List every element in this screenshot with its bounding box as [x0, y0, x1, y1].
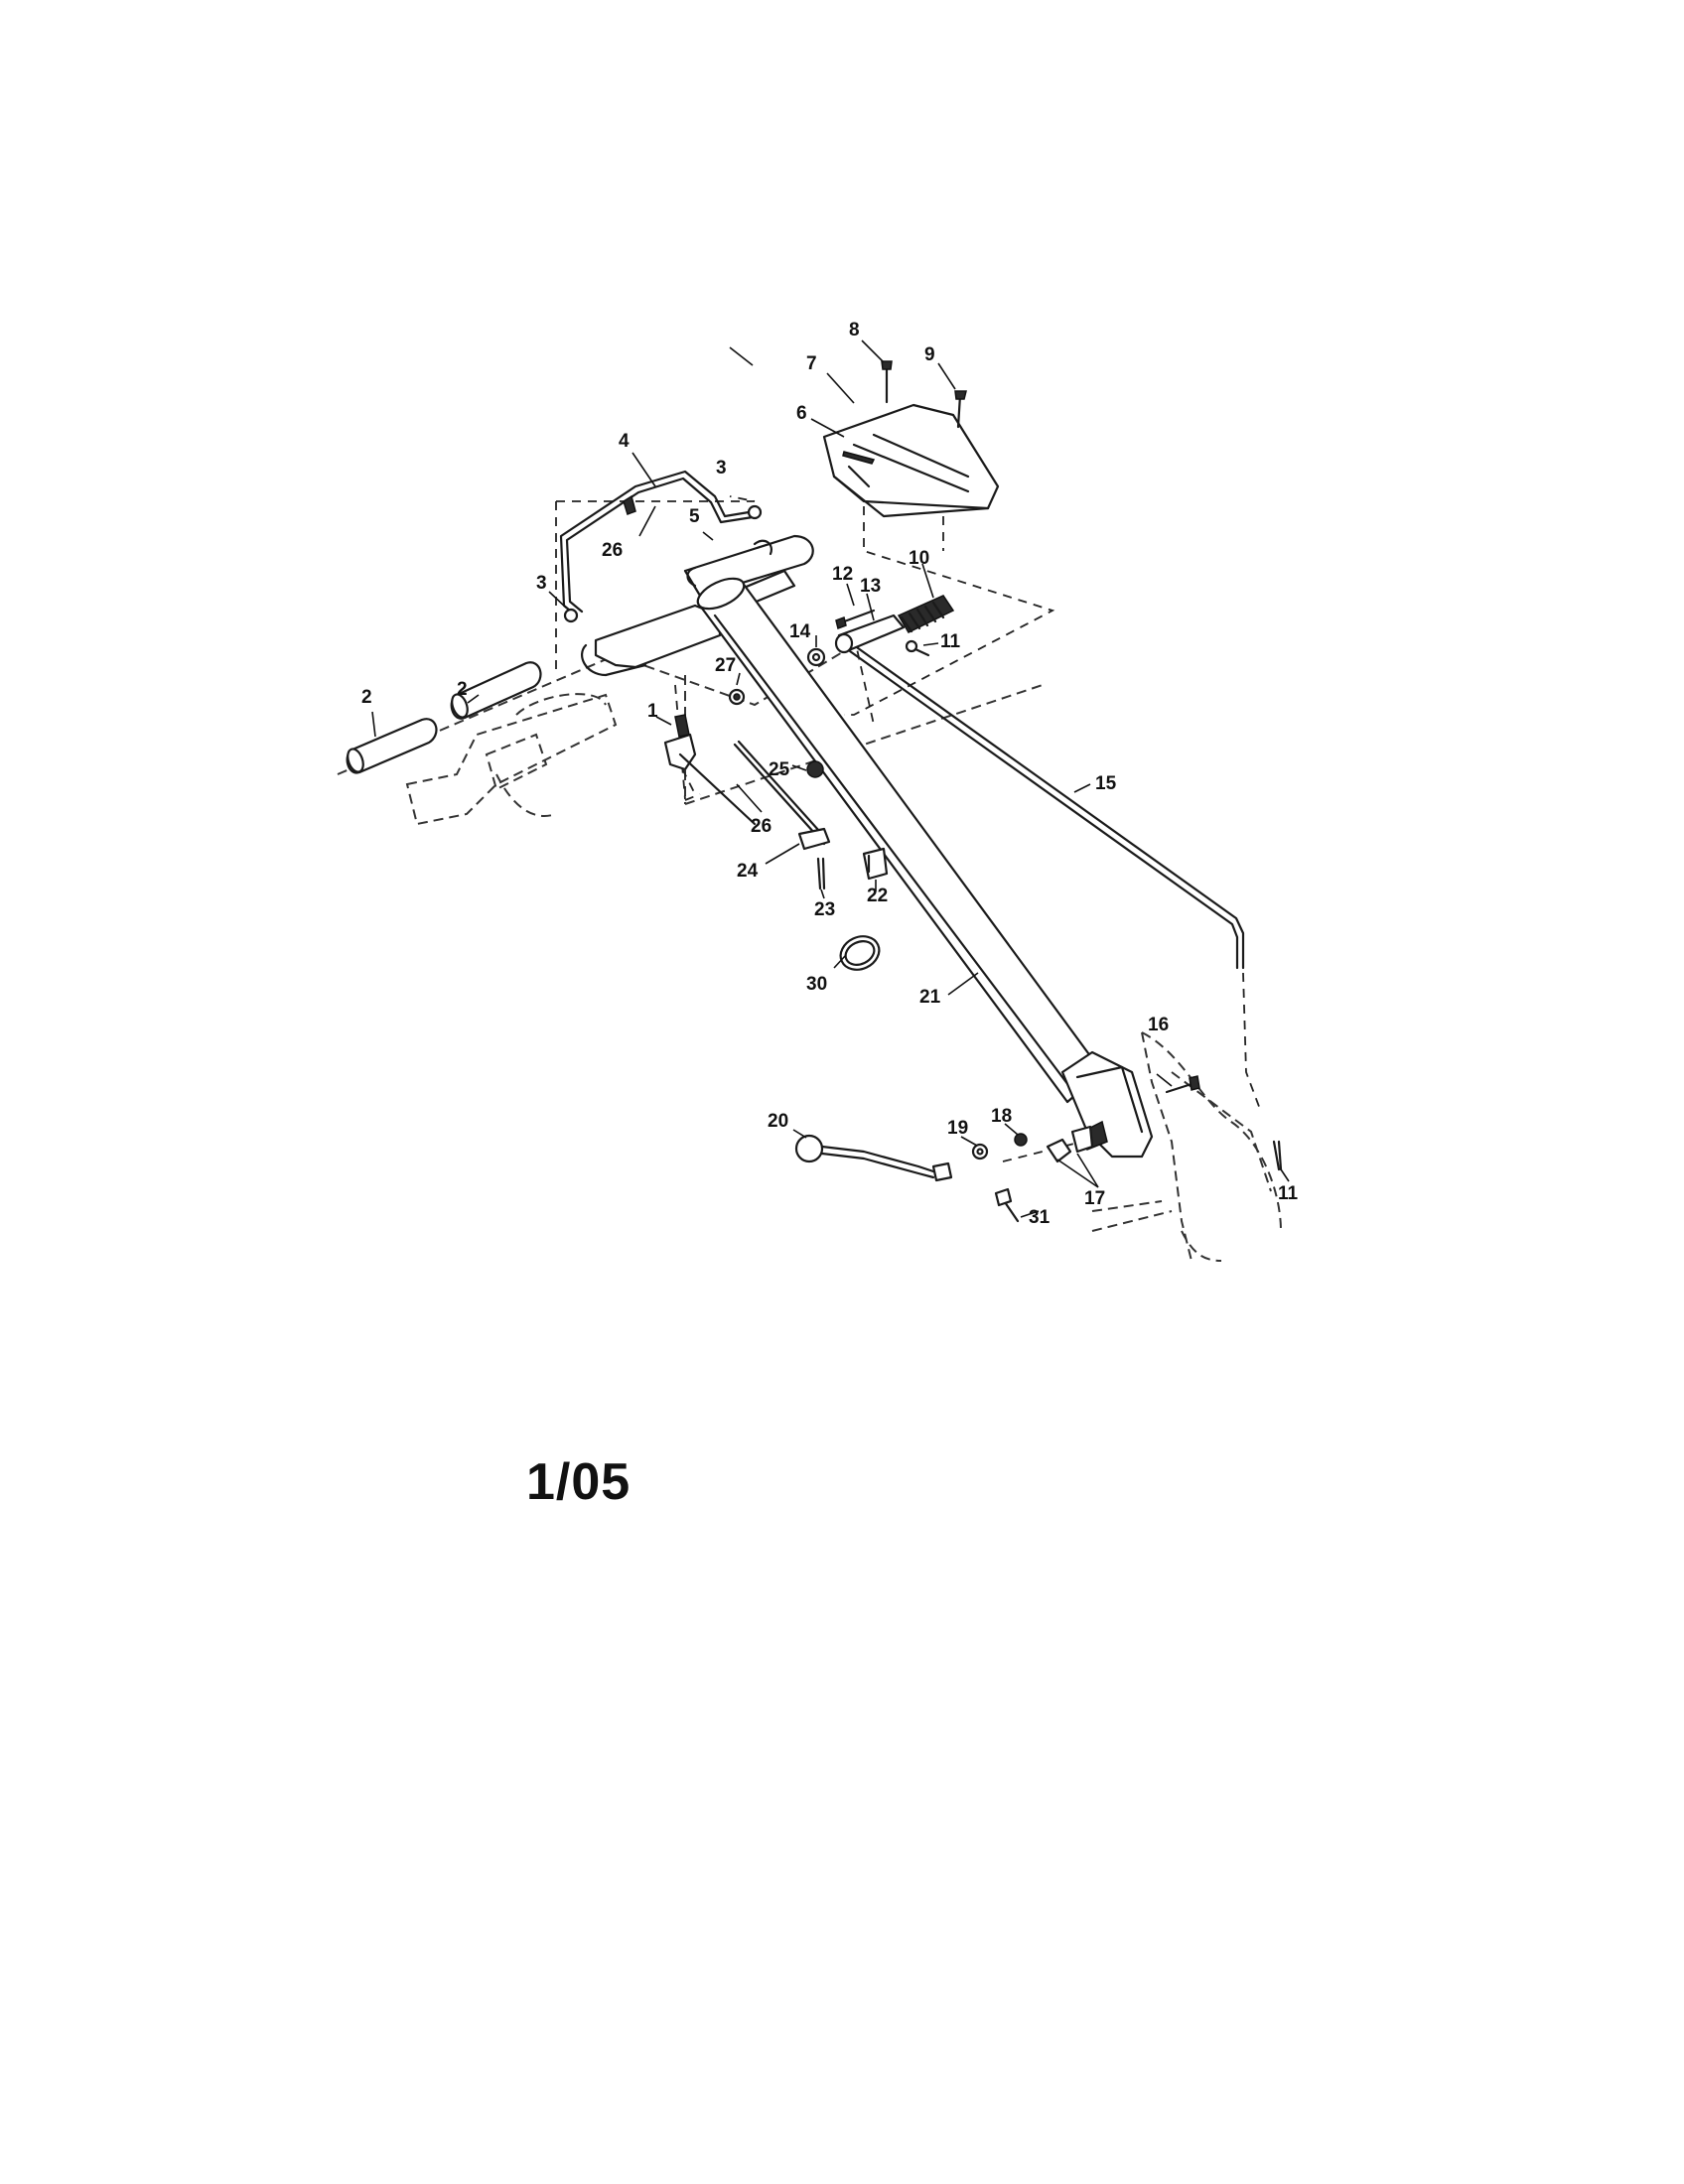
clip-11-lower [1272, 1140, 1283, 1171]
callout-6: 6 [796, 403, 807, 424]
callout-26: 26 [602, 540, 623, 561]
bolt-16 [1165, 1075, 1200, 1094]
washer-14 [806, 647, 826, 667]
callout-22: 22 [867, 886, 888, 906]
callout-16: 16 [1148, 1015, 1169, 1035]
nut-27 [728, 688, 746, 706]
callout-10: 10 [909, 548, 929, 569]
callout-30: 30 [806, 974, 827, 995]
plate-24 [797, 827, 831, 851]
washer-19 [971, 1143, 989, 1160]
callout-7: 7 [806, 353, 817, 374]
callout-19: 19 [947, 1118, 968, 1139]
cover-shield [822, 403, 1000, 518]
cotter-23 [816, 857, 826, 890]
clip-22 [862, 847, 889, 881]
handle-tube [696, 577, 1104, 1104]
spring-10 [897, 595, 955, 633]
nut-18 [1014, 1133, 1028, 1147]
bolt-31 [994, 1187, 1020, 1223]
control-rod [848, 643, 1245, 970]
callout-3: 3 [536, 573, 547, 594]
callout-1: 1 [647, 701, 658, 722]
callout-25: 25 [769, 759, 790, 780]
callout-5: 5 [689, 506, 700, 527]
clip-11-upper [905, 639, 930, 657]
callout-18: 18 [991, 1106, 1012, 1127]
callout-11: 11 [940, 631, 961, 652]
screw-8 [881, 360, 893, 404]
screw-9 [954, 390, 967, 429]
callout-14: 14 [789, 621, 811, 642]
callout-23: 23 [814, 899, 835, 920]
callout-13: 13 [860, 576, 881, 597]
callout-15: 15 [1095, 773, 1117, 794]
callout-21: 21 [919, 987, 941, 1008]
pin-12 [835, 609, 876, 629]
callout-26: 26 [751, 816, 772, 837]
callout-2: 2 [361, 687, 372, 708]
callout-27: 27 [715, 655, 736, 676]
alignment-lines [555, 495, 1262, 1162]
spring-25 [806, 760, 824, 778]
callout-31: 31 [1029, 1207, 1051, 1228]
callout-8: 8 [849, 320, 860, 341]
callout-9: 9 [924, 344, 935, 365]
ghost-frame-outline [1091, 1031, 1282, 1262]
bail-rod [559, 470, 763, 623]
callout-24: 24 [737, 861, 759, 882]
callout-12: 12 [832, 564, 853, 585]
clamp-ring-30 [839, 935, 881, 971]
shift-lever-20 [794, 1134, 953, 1182]
callout-11: 11 [1278, 1183, 1299, 1204]
page-code: 1/05 [526, 1453, 632, 1511]
rod-26-lower [733, 740, 830, 846]
callout-3: 3 [716, 458, 727, 478]
leader-lines [371, 340, 1290, 1218]
spacer-17 [1046, 1125, 1094, 1163]
callout-17: 17 [1084, 1188, 1105, 1209]
callout-4: 4 [619, 431, 630, 452]
lever-pivot [834, 614, 906, 654]
callout-2: 2 [457, 679, 468, 700]
callout-20: 20 [768, 1111, 788, 1132]
bracket-1 [663, 714, 757, 826]
grip-right [450, 661, 542, 720]
grip-left [346, 718, 438, 774]
